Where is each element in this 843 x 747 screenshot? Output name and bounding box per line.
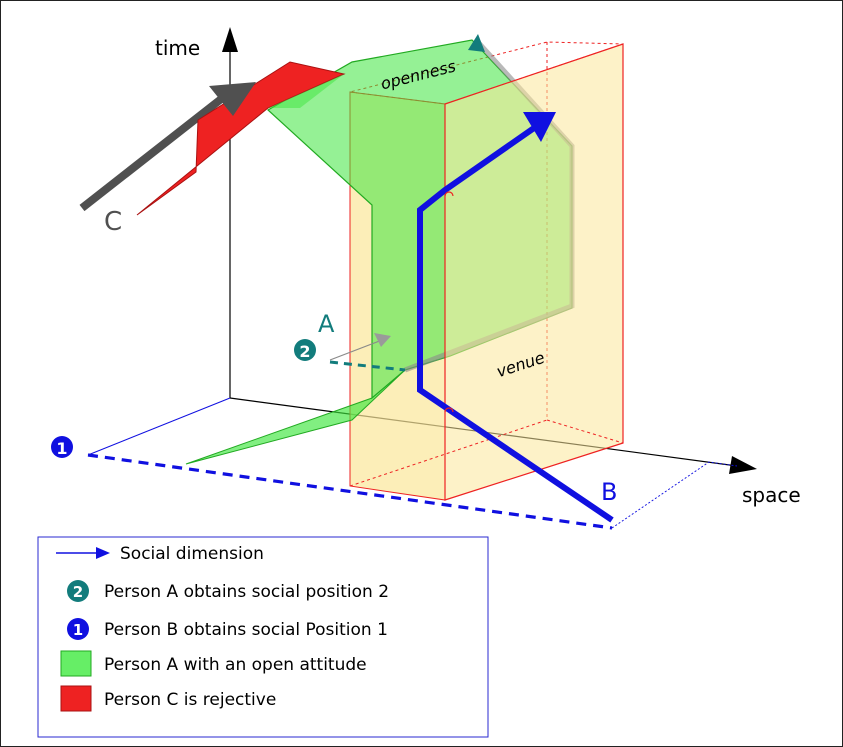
person-c-path: [79, 92, 228, 212]
legend-social-dimension-arrowhead: [96, 547, 110, 559]
person-a-arrowhead: [468, 34, 485, 52]
time-axis-arrowhead: [222, 27, 238, 52]
legend-person-a-position-text: Person A obtains social position 2: [104, 582, 389, 602]
space-dotted-guide: [611, 461, 738, 529]
person-a-gray-arrowhead: [374, 333, 391, 347]
social-axis: [87, 397, 231, 456]
marker-2-circle: [294, 339, 316, 361]
person-a-label: A: [318, 310, 335, 338]
person-b-dashed-floor: [87, 453, 613, 530]
marker-1-text: 1: [56, 439, 67, 458]
legend-social-dimension-text: Social dimension: [120, 544, 264, 564]
legend-green-swatch: [60, 650, 92, 677]
legend-person-b-position-text: Person B obtains social Position 1: [104, 620, 388, 640]
person-b-arrowhead: [523, 112, 556, 142]
person-b-label: B: [601, 478, 617, 506]
time-axis-label: time: [155, 36, 200, 60]
legend-marker-2-circle: [67, 580, 89, 602]
person-c-label: C: [104, 207, 122, 237]
legend: Social dimension 2 Person A obtains soci…: [37, 536, 489, 738]
legend-red-swatch: [60, 685, 92, 712]
legend-person-c-rejective-text: Person C is rejective: [104, 690, 276, 710]
venue-crossing-mark-bottom: [444, 407, 454, 413]
person-b-path: [417, 125, 614, 523]
legend-marker-1-circle: [67, 618, 89, 640]
marker-1-circle: [51, 436, 73, 458]
legend-marker-2-text: 2: [73, 583, 83, 601]
person-c-wall-top: [268, 74, 344, 108]
marker-2-text: 2: [299, 342, 310, 361]
venue-bottom-back: [349, 419, 548, 487]
legend-marker-1-text: 1: [73, 621, 83, 639]
person-a-social-arrow-gray: [329, 339, 383, 361]
space-axis-label: space: [742, 483, 801, 507]
legend-person-a-open-text: Person A with an open attitude: [104, 655, 367, 675]
space-axis-arrowhead: [729, 456, 757, 474]
legend-box: [37, 536, 489, 738]
venue-bottom-right: [546, 419, 624, 444]
person-c-arrowhead: [209, 82, 256, 116]
person-a-social-dashed: [329, 360, 406, 372]
venue-crossing-mark-top: [444, 191, 454, 197]
